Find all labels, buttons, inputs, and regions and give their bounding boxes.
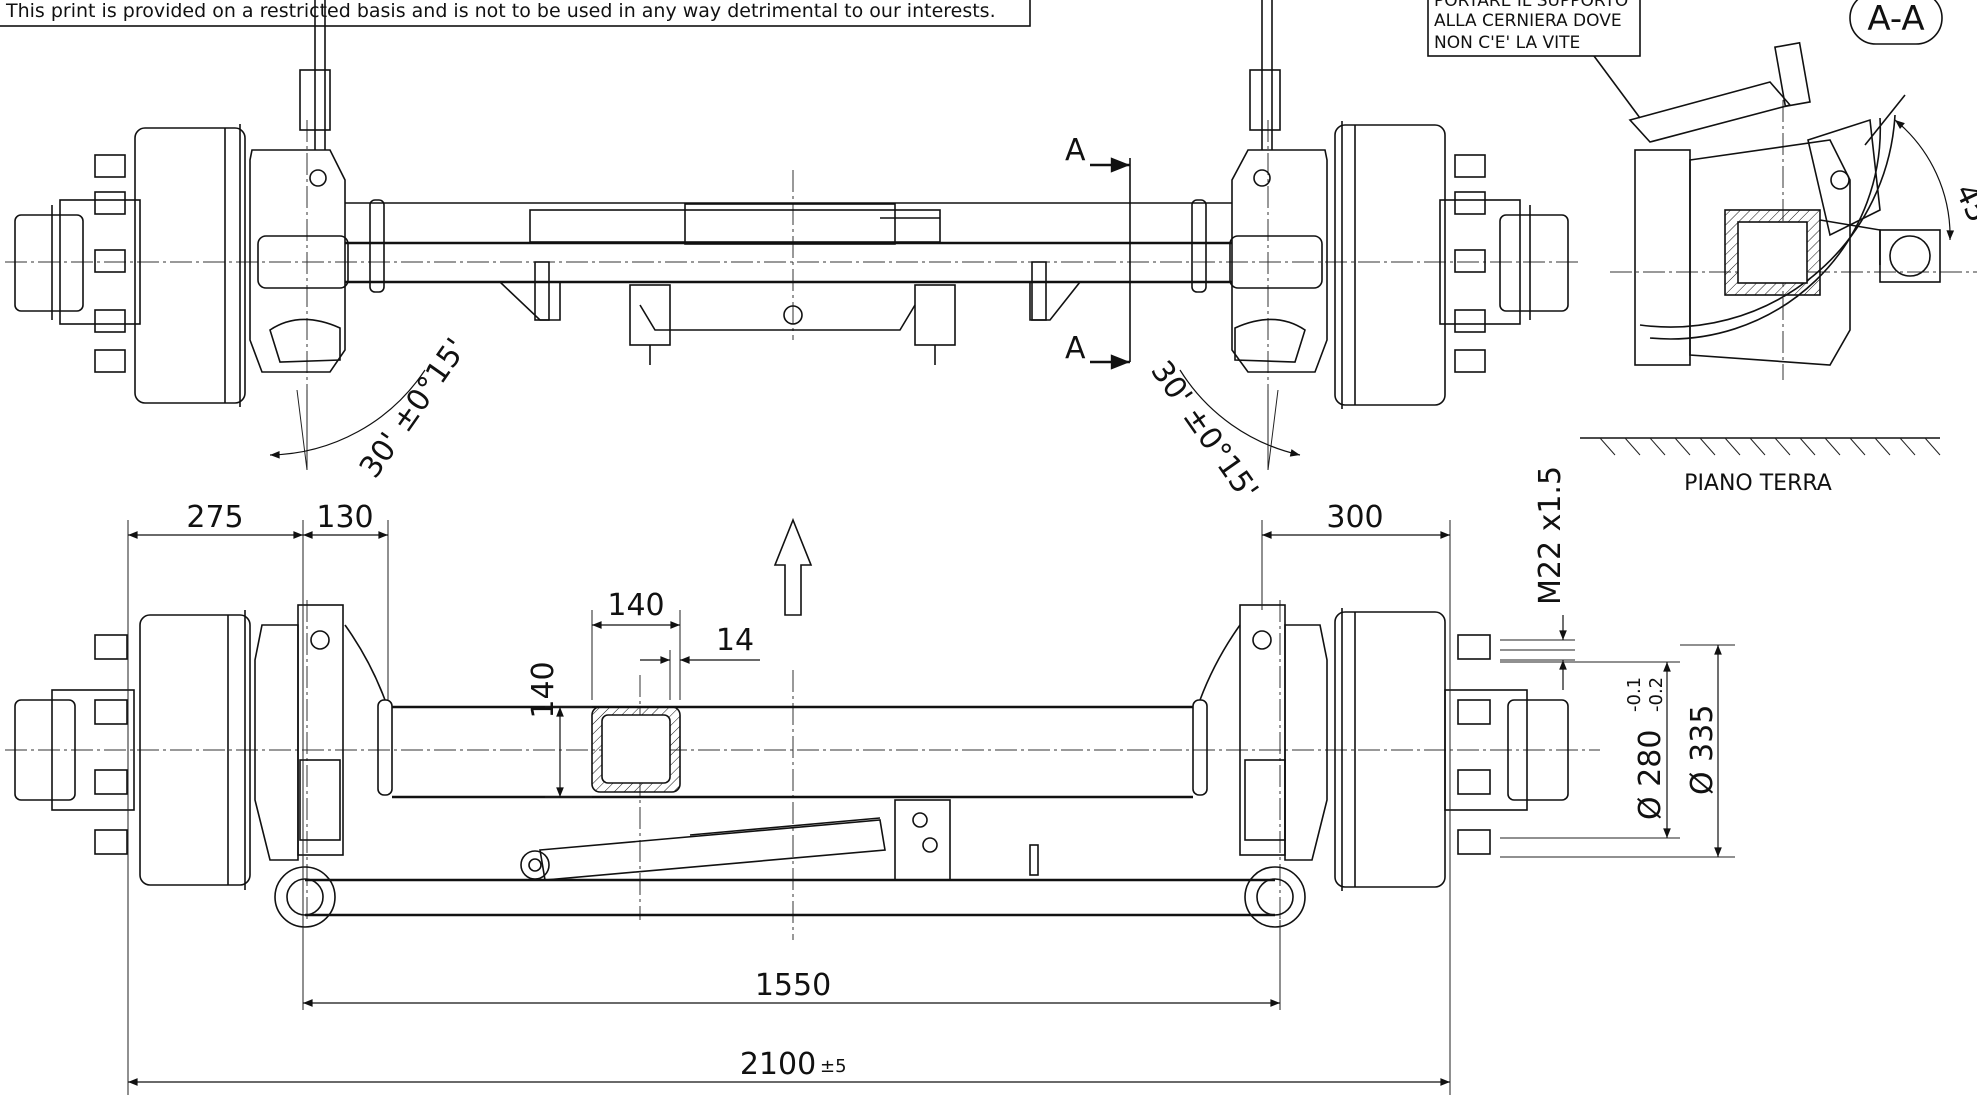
forward-direction-arrow [773, 517, 813, 616]
dim-300: 300 [1326, 500, 1383, 535]
notice-text: This print is provided on a restricted b… [5, 0, 996, 22]
assembly-note: PORTARE IL SUPPORTO ALLA CERNIERA DOVE N… [1427, 0, 1641, 119]
section-label-text: A-A [1867, 0, 1924, 39]
right-wheel-hub-front [1334, 608, 1569, 891]
dim-140-width: 140 [607, 588, 664, 623]
camber-right-text: 30' ±0°15' [1143, 355, 1264, 507]
dim-pcd: Ø 335 [1685, 705, 1720, 795]
note-line-1: PORTARE IL SUPPORTO [1434, 0, 1628, 11]
left-wheel-hub-top [14, 124, 246, 407]
dim-14: 14 [716, 623, 754, 658]
dim-275: 275 [186, 500, 243, 535]
angle-45-text: 45° [1948, 179, 1977, 242]
right-knuckle-front [1192, 604, 1328, 861]
section-marks: A A [1065, 133, 1131, 370]
section-label: A-A [1849, 0, 1943, 45]
dim-140-height: 140 [526, 661, 561, 718]
left-knuckle-front [254, 604, 393, 861]
dim-thread: M22 x1.5 [1533, 466, 1568, 605]
left-knuckle-top [249, 0, 349, 373]
axle-beam-top [345, 199, 1232, 365]
dim-pilot-tol-lower: -0.2 [1646, 677, 1667, 712]
right-knuckle-top [1229, 0, 1328, 373]
dim-pilot-tol-upper: -0.1 [1624, 677, 1645, 712]
camber-dim-left: 30' ±0°15' [269, 332, 474, 485]
right-wheel-hub-top [1334, 121, 1569, 409]
section-mark-bottom: A [1065, 331, 1086, 366]
note-line-3: NON C'E' LA VITE [1434, 33, 1580, 53]
note-line-2: ALLA CERNIERA DOVE [1434, 11, 1622, 31]
front-view [5, 600, 1600, 940]
dim-130: 130 [316, 500, 373, 535]
camber-left-text: 30' ±0°15' [353, 332, 474, 484]
axle-beam-front [274, 705, 1306, 928]
dim-track: 1550 [755, 968, 831, 1003]
ground-label: PIANO TERRA [1684, 471, 1832, 496]
section-view: 45° PIANO TERRA [1580, 41, 1977, 496]
dim-overall: 2100 [740, 1047, 816, 1082]
restriction-notice: This print is provided on a restricted b… [0, 0, 1031, 27]
dim-overall-tol: ±5 [820, 1056, 847, 1077]
camber-dim-right: 30' ±0°15' [1143, 355, 1301, 507]
dim-pilot: Ø 280 [1633, 730, 1668, 820]
left-wheel-hub-front [14, 610, 251, 890]
dimensions: 275 130 300 140 140 14 M22 x1.5 Ø [127, 466, 1735, 1095]
section-mark-top: A [1065, 133, 1086, 168]
